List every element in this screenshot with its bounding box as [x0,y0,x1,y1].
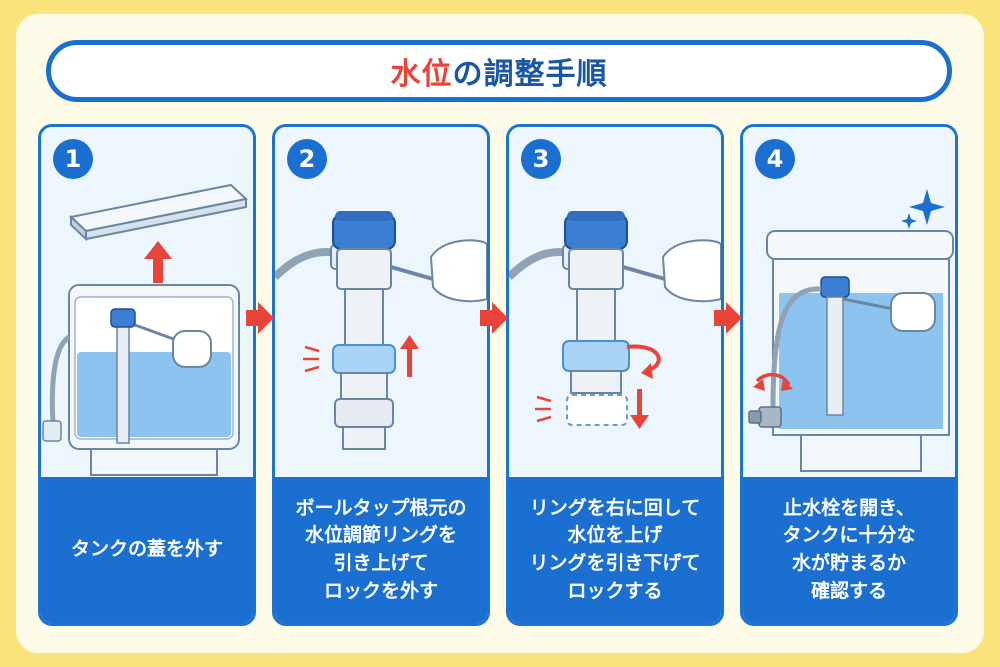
caption-line: 引き上げて [333,552,429,574]
step-2-illustration [275,127,487,477]
step-1-caption: タンクの蓋を外す [41,477,253,623]
caption-line: リングを右に回して [529,496,701,519]
step-card-2: 2 ボールタップ根元の 水位調節リングを 引き上げて ロックを外す [272,124,490,626]
caption-line: 確認する [810,579,887,602]
ball-tap-valve-icon [509,211,721,426]
caption-line: リングを引き下げて [529,552,701,574]
caption-line: 水位を上げ [567,524,663,547]
next-step-arrow-icon [246,302,274,334]
rotate-right-arrow-icon [626,344,661,379]
step-card-1: 1 タンクの蓋を外す [38,124,256,626]
title-accent: 水位 [390,57,453,92]
shutoff-valve-icon [748,372,793,428]
step-4-illustration [743,127,955,477]
caption-line: 水が貯まるか [791,552,906,574]
caption-line: タンクに十分な [782,524,916,547]
caption-line: ロックを外す [323,579,438,602]
step-3-caption: リングを右に回して 水位を上げ リングを引き下げて ロックする [509,477,721,623]
lift-up-arrow-icon [400,335,419,377]
step-4-caption: 止水栓を開き、 タンクに十分な 水が貯まるか 確認する [743,477,955,623]
step-number-badge: 4 [755,139,795,179]
title-banner: 水位の調整手順 [46,40,952,102]
title-rest: の調整手順 [452,57,608,92]
push-down-arrow-icon [630,389,649,429]
caption-line: 止水栓を開き、 [783,496,915,519]
step-1-illustration [41,127,253,477]
tank-lid-icon [68,183,249,242]
sparkle-icon [901,189,945,229]
next-step-arrow-icon [480,302,508,334]
caption-line: ロックする [567,579,663,602]
caption-line: タンクの蓋を外す [70,538,223,561]
next-step-arrow-icon [714,302,742,334]
ball-tap-valve-icon [275,211,487,450]
step-card-3: 3 リングを右に回して 水位を上げ リングを引き下げて ロックする [506,124,724,626]
step-3-illustration [509,127,721,477]
lift-up-arrow-icon [144,241,172,283]
caption-line: ボールタップ根元の [295,496,467,519]
page-title: 水位の調整手順 [391,49,608,93]
filled-tank-icon [766,230,954,472]
step-2-caption: ボールタップ根元の 水位調節リングを 引き上げて ロックを外す [275,477,487,623]
step-number-badge: 1 [53,139,93,179]
step-number-badge: 3 [521,139,561,179]
caption-line: 水位調節リングを [304,524,457,547]
motion-lines-icon [303,345,320,373]
motion-lines-icon [535,395,552,423]
toilet-tank-icon [42,284,240,476]
step-card-4: 4 止水栓を開き、 タンクに十分な 水が貯まるか 確認する [740,124,958,626]
step-number-badge: 2 [287,139,327,179]
